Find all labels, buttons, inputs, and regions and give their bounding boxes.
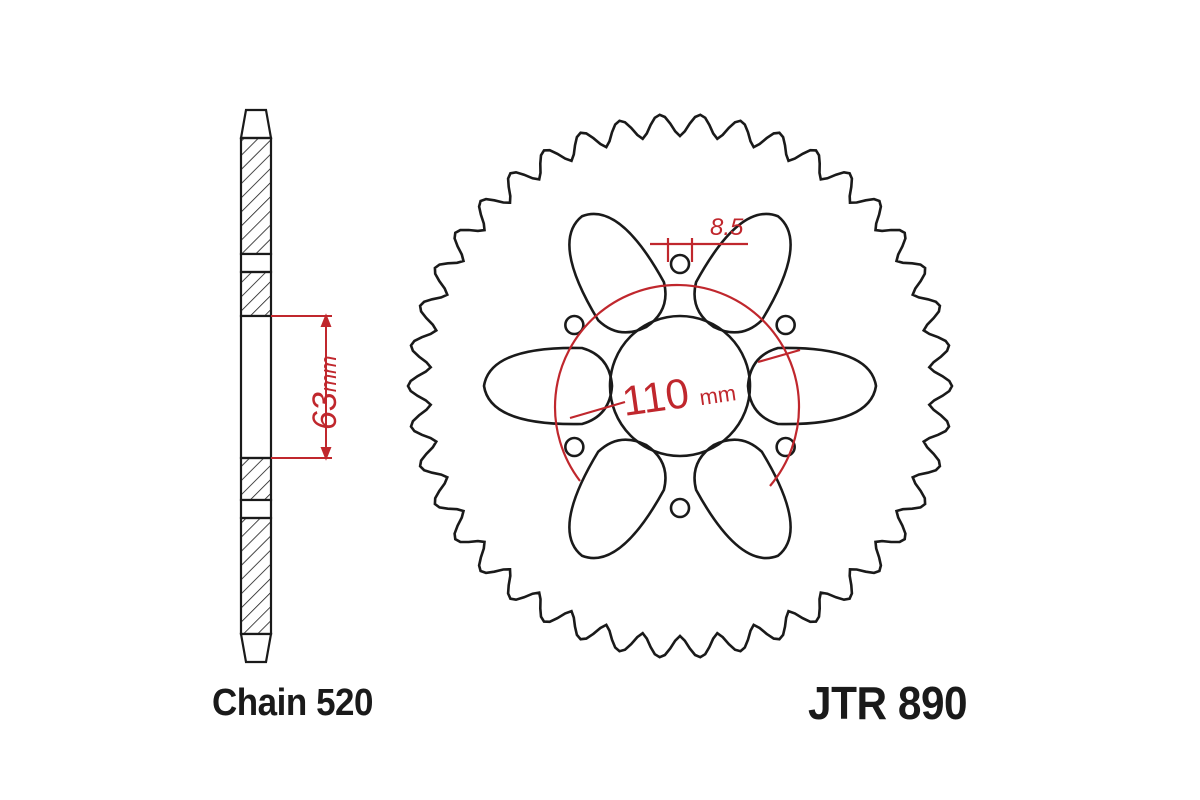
dimension-annotations [553, 238, 801, 487]
part-number-label: JTR 890 [808, 677, 968, 729]
bolt-circle-arc [553, 283, 801, 487]
lightening-window [746, 346, 878, 426]
sprocket-teeth-outline [406, 113, 954, 659]
bolt-hole [775, 436, 796, 458]
bolt-circle-leader-left [569, 400, 626, 420]
bolt-circle-leader-right [757, 348, 801, 364]
lightening-window [693, 212, 792, 334]
lightening-window [482, 346, 614, 426]
bore-dimension-value: 63mm [306, 356, 344, 430]
bolt-hole-value: 8.5 [710, 214, 744, 241]
bolt-hole [775, 314, 796, 336]
bolt-hole [669, 497, 691, 519]
bore-dimension [271, 313, 332, 461]
bolt-hole [564, 314, 585, 336]
lightening-window [693, 438, 792, 560]
lightening-window [568, 438, 667, 560]
bolt-hole [564, 436, 585, 458]
center-bore [608, 314, 752, 458]
chain-size-label: Chain 520 [212, 682, 374, 724]
side-view [239, 108, 273, 664]
bolt-hole [669, 253, 691, 275]
lightening-window [568, 212, 667, 334]
sprocket-front-view [406, 113, 954, 659]
